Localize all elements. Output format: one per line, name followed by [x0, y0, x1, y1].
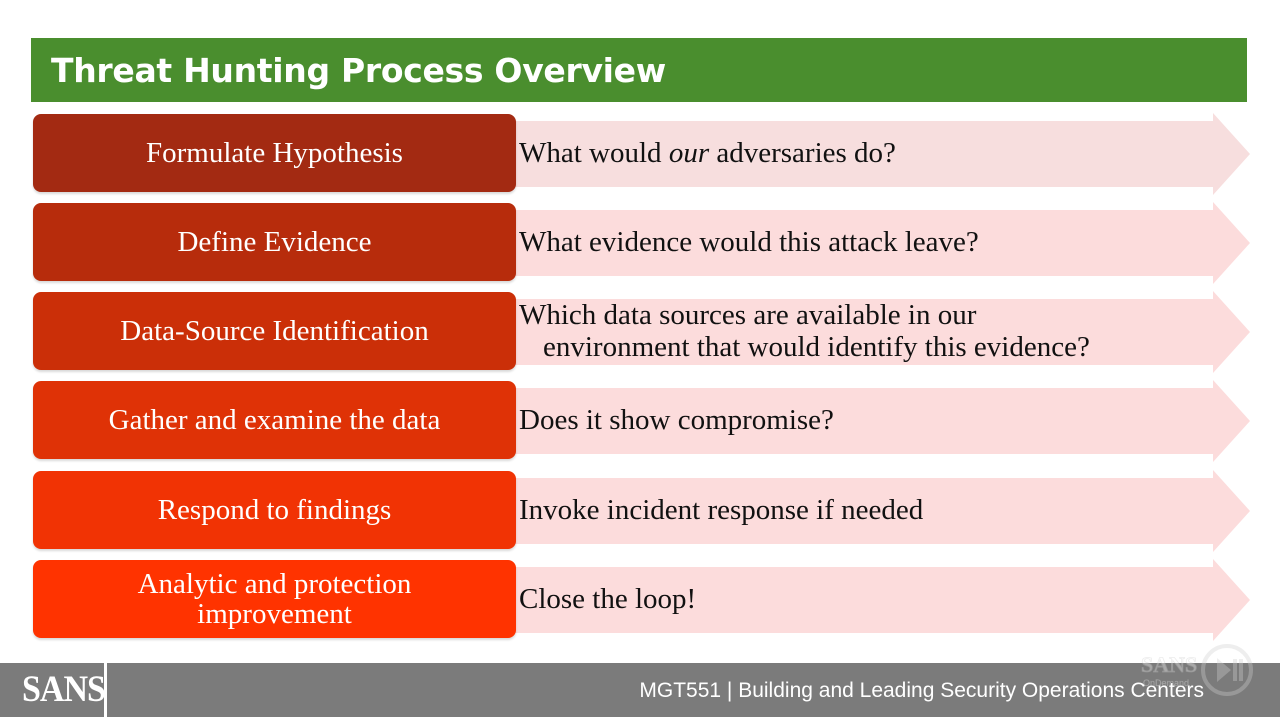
step-label: Gather and examine the data: [108, 404, 441, 436]
step-label: Data-Source Identification: [120, 315, 429, 347]
step-description-text: adversaries do?: [709, 137, 896, 169]
process-step-6: Analytic and protection improvement Clos…: [33, 559, 1250, 641]
step-label: Define Evidence: [177, 226, 372, 258]
course-title: MGT551 | Building and Leading Security O…: [639, 679, 1204, 702]
step-arrow: [473, 470, 1250, 552]
step-description-text: Does it show compromise?: [519, 404, 834, 436]
step-label: Formulate Hypothesis: [146, 137, 403, 169]
step-description: What would our adversaries do?: [519, 114, 1239, 192]
step-description: Does it show compromise?: [519, 381, 1239, 459]
step-description: Invoke incident response if needed: [519, 471, 1239, 549]
slide-title: Threat Hunting Process Overview: [51, 50, 666, 90]
step-arrow: [473, 202, 1250, 284]
footer-bar: SANS MGT551 | Building and Leading Secur…: [0, 663, 1280, 717]
step-description-text: environment that would identify this evi…: [543, 331, 1090, 363]
process-step-5: Respond to findings Invoke incident resp…: [33, 470, 1250, 552]
step-description-emphasis: our: [668, 137, 710, 169]
step-description-text: What would: [519, 137, 669, 169]
step-label-box: Gather and examine the data: [33, 381, 516, 459]
step-label-box: Respond to findings: [33, 471, 516, 549]
step-label-box: Data-Source Identification: [33, 292, 516, 370]
title-bar: Threat Hunting Process Overview: [31, 38, 1247, 102]
step-description-text: What evidence would this attack leave?: [519, 226, 979, 258]
step-description: Which data sources are available in our …: [519, 292, 1239, 370]
step-label-box: Define Evidence: [33, 203, 516, 281]
ondemand-watermark: SANS OnDemand: [1141, 644, 1253, 696]
sans-logo: SANS: [22, 669, 106, 710]
step-arrow: [473, 113, 1250, 195]
step-description: What evidence would this attack leave?: [519, 203, 1239, 281]
step-arrow: [473, 559, 1250, 641]
watermark-logo-text: SANS: [1141, 652, 1197, 677]
process-step-4: Gather and examine the data Does it show…: [33, 380, 1250, 462]
footer-divider: [104, 663, 107, 717]
step-label: Respond to findings: [157, 494, 392, 526]
step-description-text: Invoke incident response if needed: [519, 494, 924, 526]
process-step-1: Formulate Hypothesis What would our adve…: [33, 113, 1250, 195]
step-description-text: Close the loop!: [519, 583, 697, 615]
process-step-2: Define Evidence What evidence would this…: [33, 202, 1250, 284]
step-description: Close the loop!: [519, 560, 1239, 638]
process-step-3: Data-Source Identification Which data so…: [33, 291, 1250, 373]
step-label-box: Formulate Hypothesis: [33, 114, 516, 192]
step-arrow: [473, 291, 1250, 373]
step-label: Analytic and protection: [137, 568, 412, 600]
step-label: improvement: [197, 598, 352, 630]
step-description-text: Which data sources are available in our: [519, 299, 977, 331]
step-arrow: [473, 380, 1250, 462]
play-pause-icon: [1201, 644, 1253, 696]
step-label-box: Analytic and protection improvement: [33, 560, 516, 638]
watermark-subtext: OnDemand: [1143, 678, 1189, 688]
